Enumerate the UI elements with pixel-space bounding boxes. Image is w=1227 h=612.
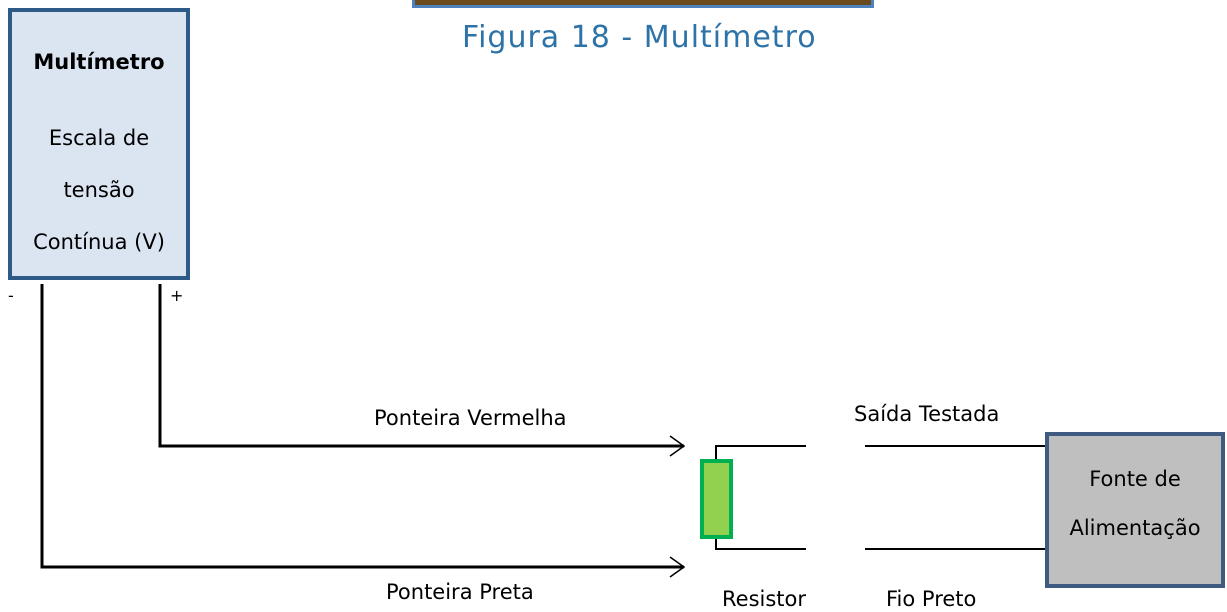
power-supply-label-line-1: Fonte de (1089, 467, 1181, 491)
resistor-bottom-lead (715, 536, 806, 550)
resistor-top-lead (715, 445, 806, 460)
black-wire-label: Fio Preto (886, 587, 977, 611)
red-probe-wire (158, 284, 684, 448)
black-probe-label: Ponteira Preta (386, 580, 534, 604)
power-supply-label-line-2: Alimentação (1069, 516, 1201, 540)
multimeter-title: Multímetro (33, 50, 165, 74)
figure-image-edge (412, 0, 874, 8)
multimeter-scale-line-3: Contínua (V) (33, 230, 165, 254)
multimeter-box: Multímetro Escala de tensão Contínua (V) (8, 8, 190, 280)
negative-terminal-label: - (8, 286, 14, 305)
resistor-label: Resistor (722, 587, 806, 611)
multimeter-scale-line-1: Escala de (48, 126, 150, 150)
tested-output-label: Saída Testada (854, 402, 1000, 426)
black-probe-wire (40, 284, 684, 569)
resistor-body (700, 459, 733, 539)
red-probe-arrowhead (669, 435, 686, 457)
black-probe-arrowhead (669, 556, 686, 578)
multimeter-scale-line-2: tensão (63, 178, 135, 202)
power-supply-box: Fonte de Alimentação (1045, 432, 1225, 588)
positive-terminal-label: + (170, 286, 184, 305)
red-probe-label: Ponteira Vermelha (374, 406, 567, 430)
figure-caption: Figura 18 - Multímetro (462, 20, 817, 55)
